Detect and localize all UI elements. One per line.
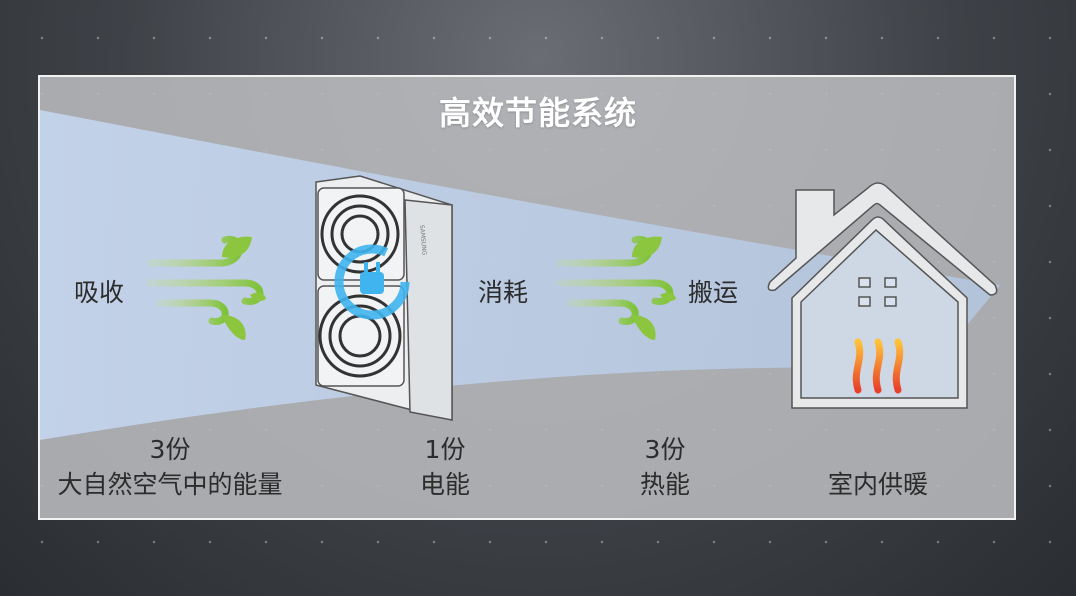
plug-icon: [334, 244, 410, 320]
house-icon: [767, 182, 998, 409]
caption-amount: 3份: [149, 435, 191, 464]
caption-label: 电能: [419, 470, 470, 499]
caption-label: 大自然空气中的能量: [57, 470, 283, 499]
energy-flow-band: [40, 110, 1000, 440]
heat-waves-icon: [852, 338, 904, 394]
caption-amount: 1份: [424, 435, 466, 464]
step-transport-label: 搬运: [688, 278, 739, 307]
outdoor-heat-pump-unit: SAMSUNG: [315, 175, 453, 421]
caption-amount: 3份: [644, 435, 686, 464]
step-consume-label: 消耗: [478, 278, 529, 307]
caption-label: 室内供暖: [827, 470, 928, 499]
caption-label: 热能: [639, 470, 690, 499]
step-absorb-label: 吸收: [74, 278, 125, 307]
brand-logo: SAMSUNG: [418, 225, 428, 256]
diagram-title: 高效节能系统: [438, 94, 637, 132]
air-leaf-icon: [556, 235, 676, 340]
air-leaf-icon: [146, 235, 266, 340]
